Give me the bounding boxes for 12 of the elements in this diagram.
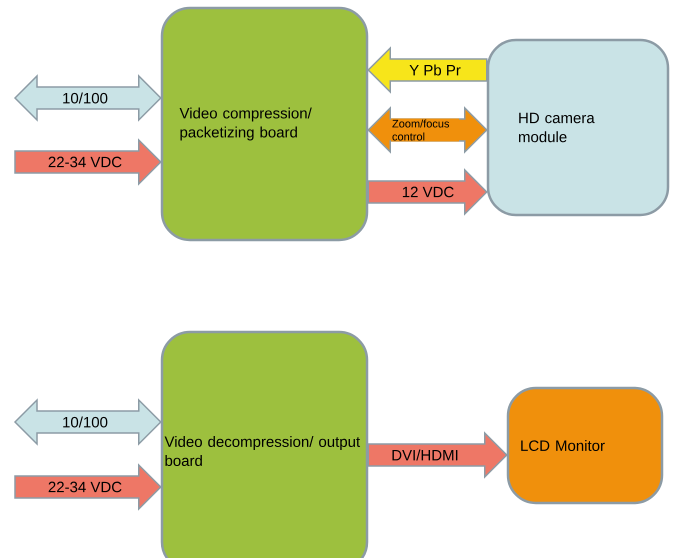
- edge-label: DVI/HDMI: [390, 448, 460, 462]
- rounded-box: HD camera module: [486, 38, 670, 216]
- rounded-box: Video decompression/ output board: [160, 330, 368, 558]
- edge-label: Y Pb Pr: [408, 64, 462, 76]
- edge-label: 22-34 VDC: [46, 480, 124, 494]
- edge-label: 12 VDC: [400, 186, 456, 198]
- edge-label: Zoom/focus control: [391, 118, 459, 142]
- edge-label: 22-34 VDC: [46, 156, 124, 168]
- edge-label: 10/100: [61, 416, 109, 428]
- rounded-box: LCD Monitor: [506, 386, 664, 504]
- rounded-box: Video compression/ packetizing board: [160, 6, 368, 242]
- edge-label: 10/100: [61, 92, 109, 104]
